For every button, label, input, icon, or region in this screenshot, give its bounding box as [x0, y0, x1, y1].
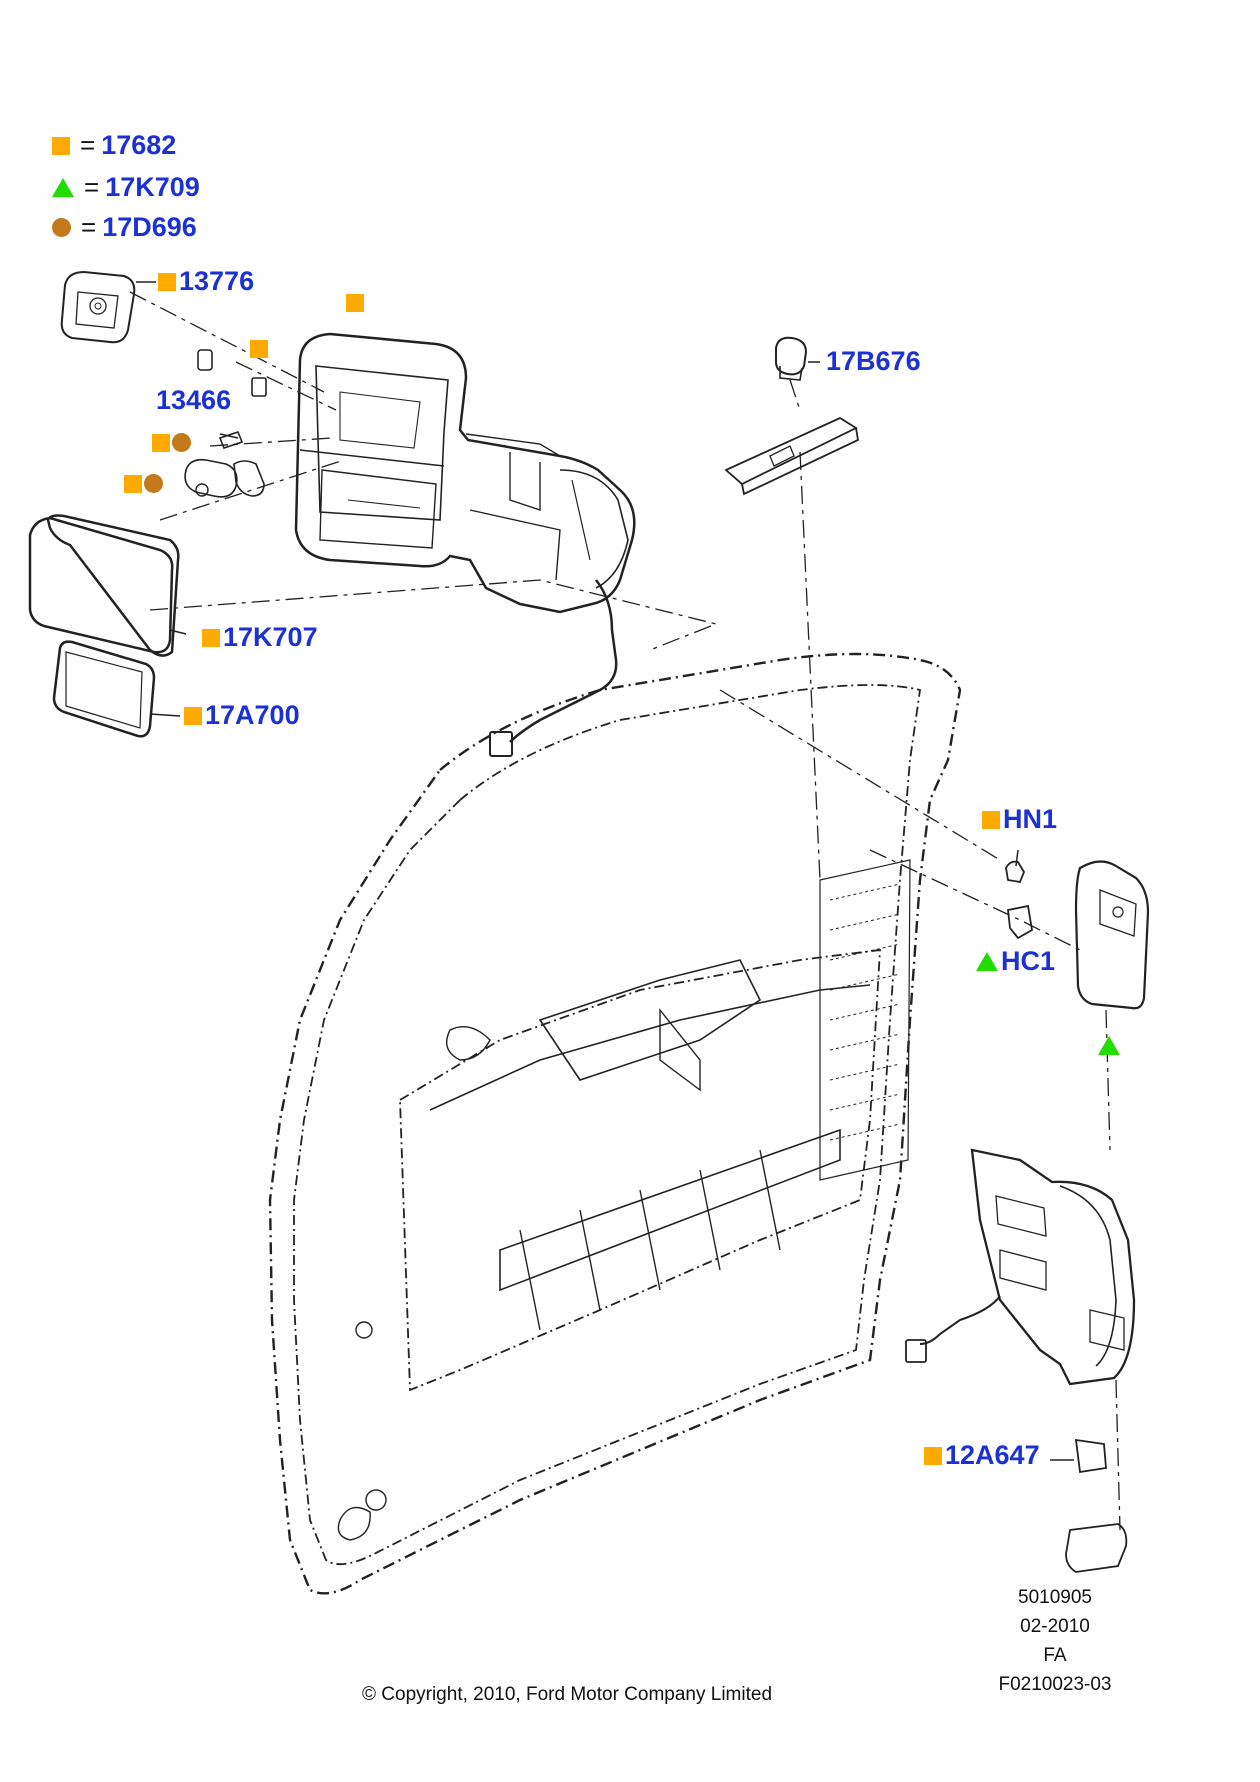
mirror-motor-13776: [60, 270, 136, 344]
part-12A647-and-base: [1065, 1438, 1128, 1573]
symbol-pair-square-circle: [124, 474, 163, 493]
nut-HN1-and-clip-HC1: [1005, 860, 1033, 940]
legend-row-square: = 17682: [52, 130, 176, 161]
leader-lines: [129, 291, 1121, 1531]
callout-12A647: 12A647: [924, 1440, 1040, 1471]
small-fasteners: [184, 349, 267, 498]
legend-code: 17D696: [102, 212, 197, 242]
square-icon: [346, 294, 364, 312]
triangle-icon: [1098, 1036, 1120, 1055]
triangle-icon: [52, 178, 74, 197]
square-icon: [202, 628, 220, 647]
part-number: 13466: [156, 385, 232, 415]
square-icon: [982, 810, 1000, 829]
legend-code: 17K709: [105, 172, 200, 202]
symbol-pair-square-circle: [152, 433, 191, 452]
part-number: 17B676: [826, 346, 921, 376]
drawing-number: 5010905: [1018, 1587, 1092, 1608]
part-number: 17A700: [205, 700, 300, 730]
callout-17K707: 17K707: [202, 622, 318, 653]
part-number: 13776: [179, 266, 255, 296]
circle-icon: [172, 433, 191, 452]
mirror-sail-cover: [1074, 860, 1150, 1010]
circle-icon: [52, 218, 71, 237]
callout-HN1: HN1: [982, 804, 1057, 835]
mirror-housing-assembly: [294, 332, 636, 614]
mirror-wiring-harness: [489, 579, 618, 757]
drawing-code: FA: [1043, 1645, 1067, 1666]
part-number: 12A647: [945, 1440, 1040, 1470]
callout-13466: 13466: [156, 385, 231, 416]
drawing-date: 02-2010: [1020, 1616, 1090, 1637]
legend-row-circle: = 17D696: [52, 212, 197, 243]
square-icon: [124, 474, 142, 493]
triangle-icon: [976, 952, 998, 971]
callout-13776: 13776: [158, 266, 254, 297]
callout-17A700: 17A700: [184, 700, 300, 731]
callout-HC1: HC1: [976, 946, 1055, 977]
copyright-notice: © Copyright, 2010, Ford Motor Company Li…: [362, 1684, 773, 1705]
legend-equals: =: [81, 212, 97, 242]
drawing-reference: 5010905 02-2010 FA F0210023-03: [975, 1583, 1135, 1699]
square-icon: [152, 433, 170, 452]
legend-equals: =: [84, 172, 100, 202]
square-icon: [250, 340, 268, 358]
legend-row-triangle: = 17K709: [52, 172, 200, 203]
part-number: HN1: [1003, 804, 1058, 834]
square-icon: [52, 136, 70, 155]
mirror-glass-17K707: [28, 514, 180, 657]
square-icon: [158, 272, 176, 291]
part-number: HC1: [1001, 946, 1056, 976]
part-number: 17K707: [223, 622, 318, 652]
callout-leaders: [136, 281, 1074, 1461]
legend-equals: =: [80, 130, 96, 160]
door-trim-panel: [268, 652, 962, 1595]
mirror-glass-17A700: [52, 640, 156, 738]
square-icon: [924, 1446, 942, 1465]
circle-icon: [144, 474, 163, 493]
mirror-assembly-right: [905, 1148, 1136, 1386]
square-icon: [184, 706, 202, 725]
callout-17B676: 17B676: [826, 346, 921, 377]
legend-code: 17682: [101, 130, 177, 160]
drawing-id: F0210023-03: [998, 1674, 1112, 1695]
